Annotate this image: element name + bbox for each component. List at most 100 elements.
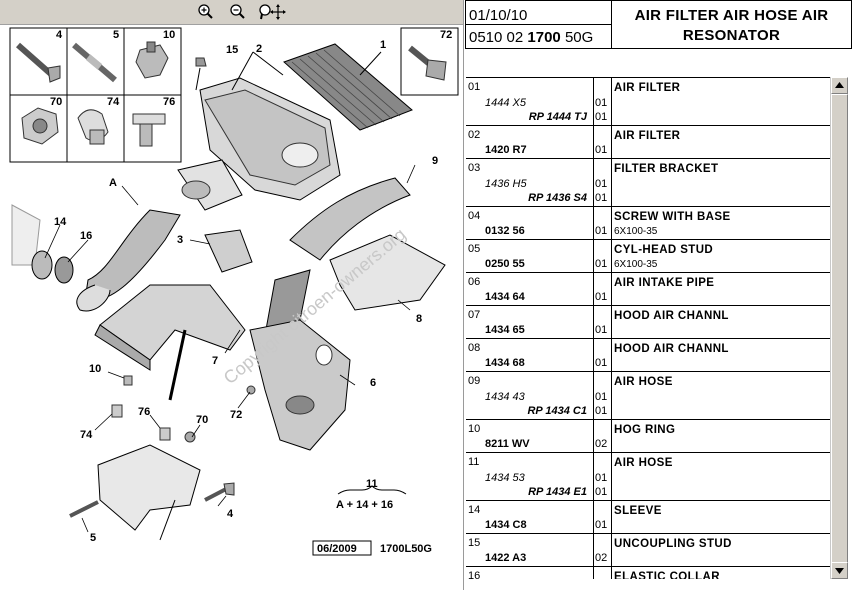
part-reference[interactable]: 8211 WV xyxy=(485,438,530,450)
scroll-thumb[interactable] xyxy=(831,94,848,564)
screw-icon xyxy=(16,42,61,83)
callout-8[interactable]: 8 xyxy=(416,313,422,325)
inset-label-74: 74 xyxy=(107,96,120,108)
parts-list-scrollbar[interactable] xyxy=(830,77,848,579)
description-cell: FILTER BRACKET xyxy=(612,159,830,206)
item-number: 02 xyxy=(468,129,481,141)
flange-screw-icon xyxy=(408,45,447,81)
callout-14[interactable]: 14 xyxy=(54,216,67,228)
description-cell: AIR HOSE xyxy=(612,372,830,419)
part-reference[interactable]: 1434 C8 xyxy=(485,519,527,531)
replacement-reference[interactable]: RP 1444 TJ xyxy=(528,111,587,123)
callout-1[interactable]: 1 xyxy=(380,39,386,51)
description-cell: SLEEVE xyxy=(612,501,830,533)
air-hose-a xyxy=(76,209,181,312)
scroll-down-button[interactable] xyxy=(831,562,848,579)
replacement-reference[interactable]: RP 1434 C1 xyxy=(527,405,587,417)
callout-2[interactable]: 2 xyxy=(256,43,262,55)
callout-9[interactable]: 9 xyxy=(432,155,438,167)
part-reference[interactable]: 1434 53 xyxy=(485,472,525,484)
zoom-fit-button[interactable] xyxy=(257,2,287,22)
quantity-cell: 01 xyxy=(594,240,612,272)
small-parts xyxy=(111,57,256,443)
quantity: 01 xyxy=(595,258,608,270)
filter-bracket xyxy=(97,444,201,541)
callout-10[interactable]: 10 xyxy=(89,363,101,375)
part-reference[interactable]: 0132 56 xyxy=(485,225,525,237)
part-reference[interactable]: 1420 R7 xyxy=(485,144,527,156)
callout-15[interactable]: 15 xyxy=(226,44,238,56)
zoom-out-button[interactable] xyxy=(227,2,249,22)
part-reference[interactable]: 1434 65 xyxy=(485,324,525,336)
quantity: 02 xyxy=(595,438,608,450)
callout-70[interactable]: 70 xyxy=(196,414,208,426)
quantity: 02 xyxy=(595,552,608,564)
item-number: 11 xyxy=(468,456,480,468)
part-reference[interactable]: 1434 43 xyxy=(485,391,525,403)
air-hose-9 xyxy=(289,177,411,261)
part-reference[interactable]: 0250 55 xyxy=(485,258,525,270)
diagram-pane: 4 5 10 70 74 76 xyxy=(0,0,464,590)
callout-16[interactable]: 16 xyxy=(80,230,92,242)
zoom-in-button[interactable] xyxy=(195,2,217,22)
header-spacer xyxy=(465,49,852,77)
quantity: 01 xyxy=(595,486,608,498)
replacement-reference[interactable]: RP 1436 S4 xyxy=(528,192,587,204)
exploded-diagram[interactable]: 4 5 10 70 74 76 xyxy=(0,24,463,590)
part-description: HOG RING xyxy=(614,424,676,436)
date-ref-box xyxy=(312,540,372,556)
quantity: 01 xyxy=(595,192,608,204)
quantity: 01 xyxy=(595,291,608,303)
part-reference[interactable]: 1422 A3 xyxy=(485,552,527,564)
callout-5[interactable]: 5 xyxy=(90,532,96,544)
callout-7[interactable]: 7 xyxy=(212,355,218,367)
callout-4[interactable]: 4 xyxy=(227,508,234,520)
stud-5 xyxy=(69,500,99,518)
plate-date: 01/10/10 xyxy=(465,0,612,25)
callout-3[interactable]: 3 xyxy=(177,234,183,246)
fasteners-inset: 4 5 10 70 74 76 xyxy=(9,27,182,163)
callout-72[interactable]: 72 xyxy=(230,409,242,421)
part-description: UNCOUPLING STUD xyxy=(614,538,732,550)
item-number: 03 xyxy=(468,162,481,174)
part-reference[interactable]: 1434 64 xyxy=(485,291,525,303)
inset-label-70: 70 xyxy=(50,96,62,108)
callout-74[interactable]: 74 xyxy=(80,429,93,441)
screw-4 xyxy=(204,482,235,502)
scroll-up-button[interactable] xyxy=(831,77,848,94)
quantity-cell xyxy=(594,567,612,580)
callout-11[interactable]: 11 xyxy=(366,478,378,490)
callout-76[interactable]: 76 xyxy=(138,406,150,418)
inset-72: 72 xyxy=(400,27,459,96)
part-reference[interactable]: 1434 68 xyxy=(485,357,525,369)
callout-a[interactable]: A xyxy=(109,177,117,189)
replacement-reference[interactable]: RP 1434 E1 xyxy=(528,486,587,498)
part-reference[interactable]: 1444 X5 xyxy=(485,97,526,109)
inset-label-5: 5 xyxy=(113,29,119,41)
arrow-down-icon xyxy=(835,568,844,574)
callout-6[interactable]: 6 xyxy=(370,377,376,389)
part-reference[interactable]: 1436 H5 xyxy=(485,178,527,190)
part-description: CYL-HEAD STUD xyxy=(614,244,714,256)
